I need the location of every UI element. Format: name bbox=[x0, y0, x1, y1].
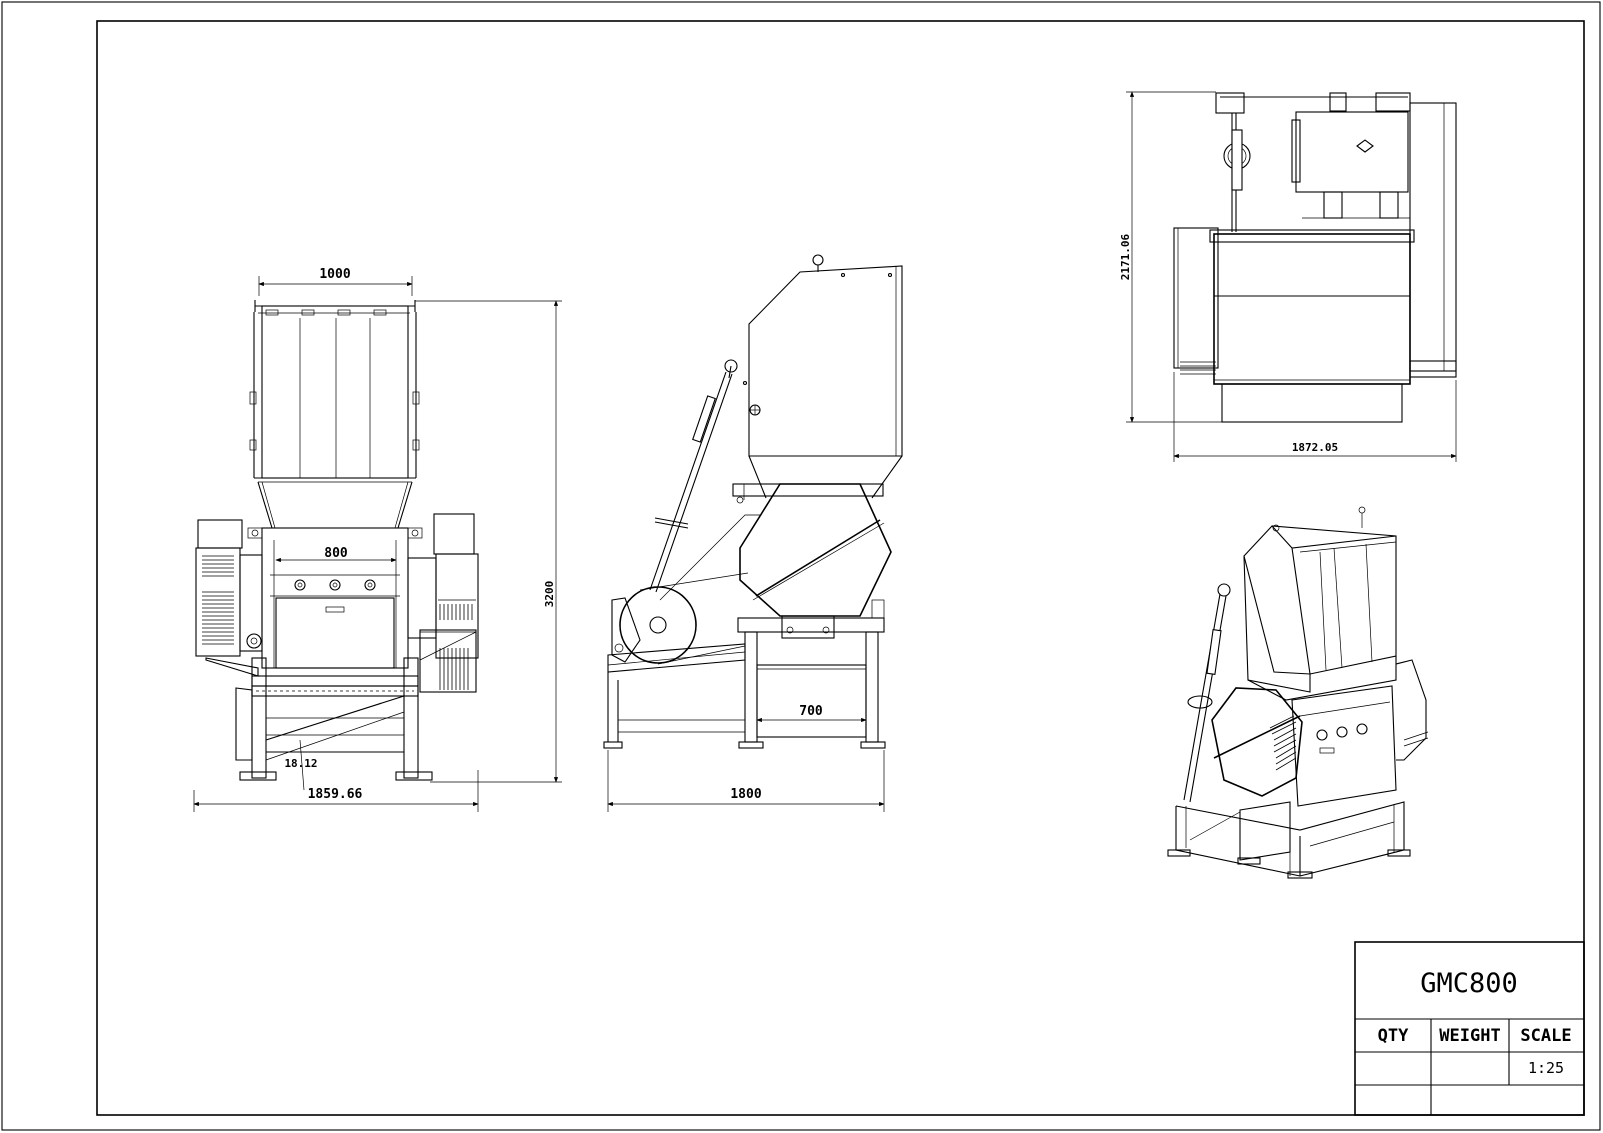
inner-border bbox=[96, 20, 1585, 1116]
front-view-dimensions: 1000 800 3200 1859.66 18.12 bbox=[193, 267, 562, 812]
qty-header: QTY bbox=[1378, 1026, 1409, 1046]
model-name: GMC800 bbox=[1420, 968, 1518, 999]
dim-small: 18.12 bbox=[284, 757, 317, 770]
dim-height: 3200 bbox=[543, 581, 556, 608]
top-view bbox=[1173, 92, 1457, 423]
scale-header: SCALE bbox=[1520, 1026, 1571, 1046]
isometric-view bbox=[1167, 506, 1429, 879]
side-view bbox=[603, 254, 903, 749]
dim-top-width: 1872.05 bbox=[1292, 441, 1338, 454]
dim-side-width: 1800 bbox=[730, 787, 761, 802]
dim-top-height: 2171.06 bbox=[1119, 233, 1132, 280]
dim-width-top: 1000 bbox=[319, 267, 350, 282]
dim-width-base: 1859.66 bbox=[308, 787, 363, 802]
title-block: GMC800 QTY WEIGHT SCALE 1:25 bbox=[1354, 941, 1585, 1116]
dim-inner-width: 700 bbox=[799, 704, 823, 719]
front-view bbox=[195, 300, 479, 791]
scale-value: 1:25 bbox=[1528, 1059, 1564, 1077]
dim-width-mid: 800 bbox=[324, 546, 348, 561]
top-view-dimensions: 2171.06 1872.05 bbox=[1119, 91, 1457, 462]
side-view-dimensions: 700 1800 bbox=[607, 704, 885, 812]
weight-header: WEIGHT bbox=[1439, 1026, 1500, 1046]
